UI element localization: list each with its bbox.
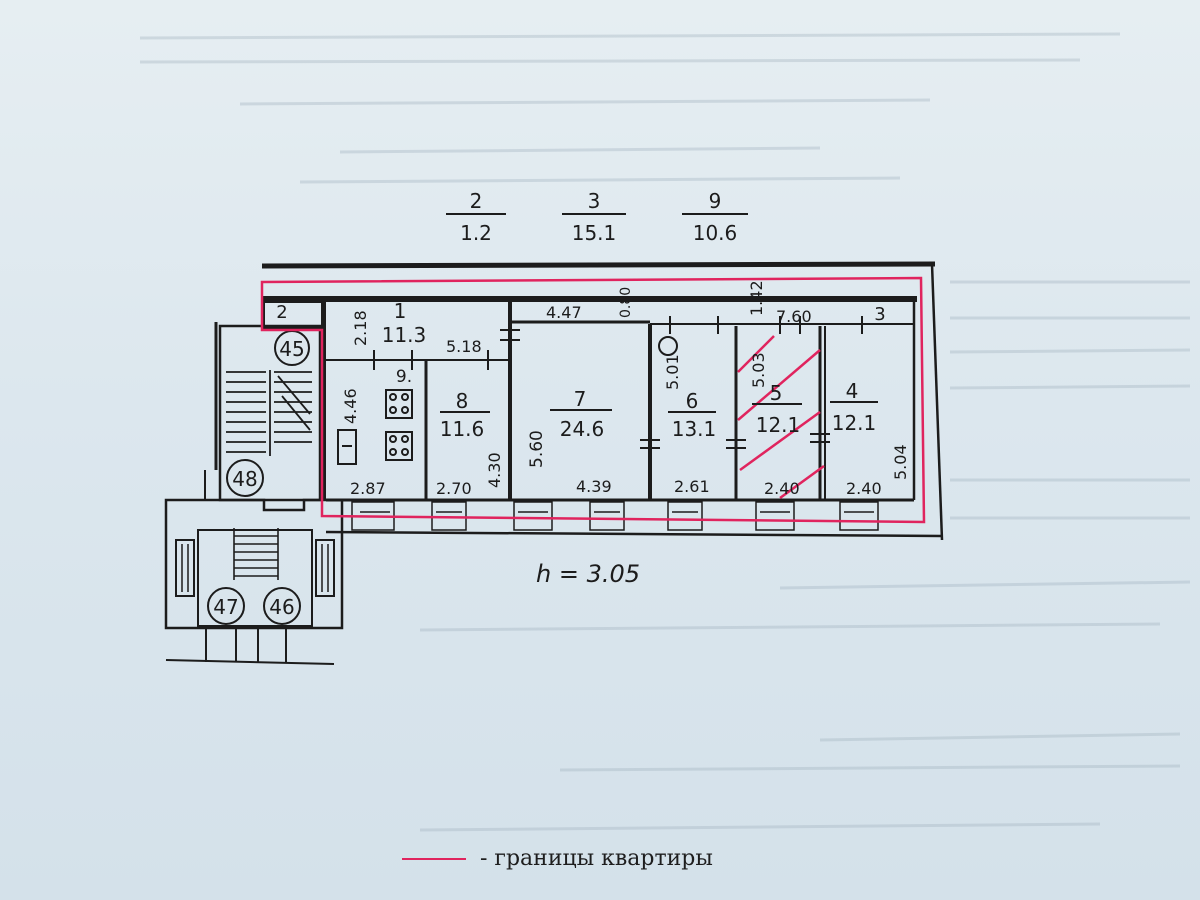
staircase: [164, 322, 344, 665]
dim-1-42: 1.42: [747, 280, 766, 316]
dim-5-18: 5.18: [446, 337, 482, 356]
stair-circle-47: [207, 587, 245, 625]
walls: [261, 261, 944, 541]
stove-icon: [385, 389, 413, 419]
lower-stair-steps: [233, 528, 279, 580]
dim-2-40-b: 2.40: [846, 479, 882, 498]
dim-5-03: 5.03: [749, 352, 768, 388]
dim-2-40-a: 2.40: [764, 479, 800, 498]
top-label-area: 1.2: [460, 221, 492, 245]
stair-label-47: 47: [213, 595, 238, 619]
top-label-2: 2 1.2: [446, 189, 506, 245]
room-5-hatching: [737, 335, 825, 500]
dim-0-80: 0.80: [618, 287, 634, 318]
dim-5-04: 5.04: [891, 444, 910, 480]
legend: - границы квартиры: [402, 846, 713, 871]
stair-label-46: 46: [269, 595, 294, 619]
dim-5-01: 5.01: [663, 354, 682, 390]
stair-circle-46: [263, 587, 301, 625]
room-area: 12.1: [832, 411, 877, 435]
room-number: 1: [394, 299, 407, 323]
dim-5-60: 5.60: [527, 430, 547, 468]
dimension-labels: 2.18 5.18 4.47 0.80 1.42 7.60 4.46 4.30 …: [341, 280, 910, 498]
top-label-3: 3 15.1: [562, 189, 626, 245]
room-9-number: 9.: [396, 367, 412, 387]
top-label-area: 15.1: [572, 221, 617, 245]
dim-7-60: 7.60: [776, 307, 812, 326]
room-1: 1 11.3: [382, 299, 427, 347]
room-area: 13.1: [672, 417, 717, 441]
room-area: 24.6: [560, 417, 605, 441]
stair-labels: 45 48 47 46: [213, 337, 304, 619]
room-area: 11.6: [440, 417, 485, 441]
room-6: 6 13.1: [668, 389, 716, 441]
room-number: 8: [456, 389, 469, 413]
room-number: 7: [574, 387, 587, 411]
stair-label-45: 45: [279, 337, 304, 361]
sink-icon: [337, 429, 357, 465]
dim-2-18: 2.18: [351, 310, 370, 346]
room-3-number: 3: [874, 304, 885, 325]
room-2-number: 2: [276, 302, 287, 323]
stair-label-48: 48: [232, 467, 257, 491]
dim-4-47: 4.47: [546, 303, 582, 322]
apartment-boundary: [260, 276, 926, 524]
top-label-num: 3: [588, 189, 601, 213]
room-area: 11.3: [382, 323, 427, 347]
top-label-num: 2: [470, 189, 483, 213]
dim-4-46: 4.46: [341, 388, 360, 424]
room-number: 6: [686, 389, 699, 413]
top-label-area: 10.6: [693, 221, 738, 245]
stair-steps: [226, 370, 312, 456]
kitchen-fixtures: [337, 389, 413, 465]
top-label-num: 9: [709, 189, 722, 213]
room-7: 7 24.6: [550, 387, 612, 441]
legend-text: - границы квартиры: [480, 846, 713, 871]
room-number: 5: [770, 381, 783, 405]
dim-2-61: 2.61: [674, 477, 710, 496]
room-4: 4 12.1: [830, 379, 878, 435]
room-number: 4: [846, 379, 859, 403]
room-5: 5 12.1: [752, 381, 802, 437]
room-area: 12.1: [756, 413, 801, 437]
dim-2-70: 2.70: [436, 479, 472, 498]
bleed-through-text: [139, 32, 1191, 832]
ceiling-height-note: h = 3.05: [536, 560, 640, 588]
room-8: 8 11.6: [440, 389, 490, 441]
stair-circle-48: [226, 459, 264, 497]
dim-2-87: 2.87: [350, 479, 386, 498]
top-area-labels: 2 1.2 3 15.1 9 10.6: [446, 189, 748, 245]
stove-icon: [385, 431, 413, 461]
top-label-9: 9 10.6: [682, 189, 748, 245]
dim-4-39: 4.39: [576, 477, 612, 496]
legend-boundary-swatch: [402, 857, 466, 860]
room-labels: 1 11.3 8 11.6 7 24.6 6 13.1 5 12.1: [276, 299, 885, 441]
dim-4-30: 4.30: [485, 452, 504, 488]
